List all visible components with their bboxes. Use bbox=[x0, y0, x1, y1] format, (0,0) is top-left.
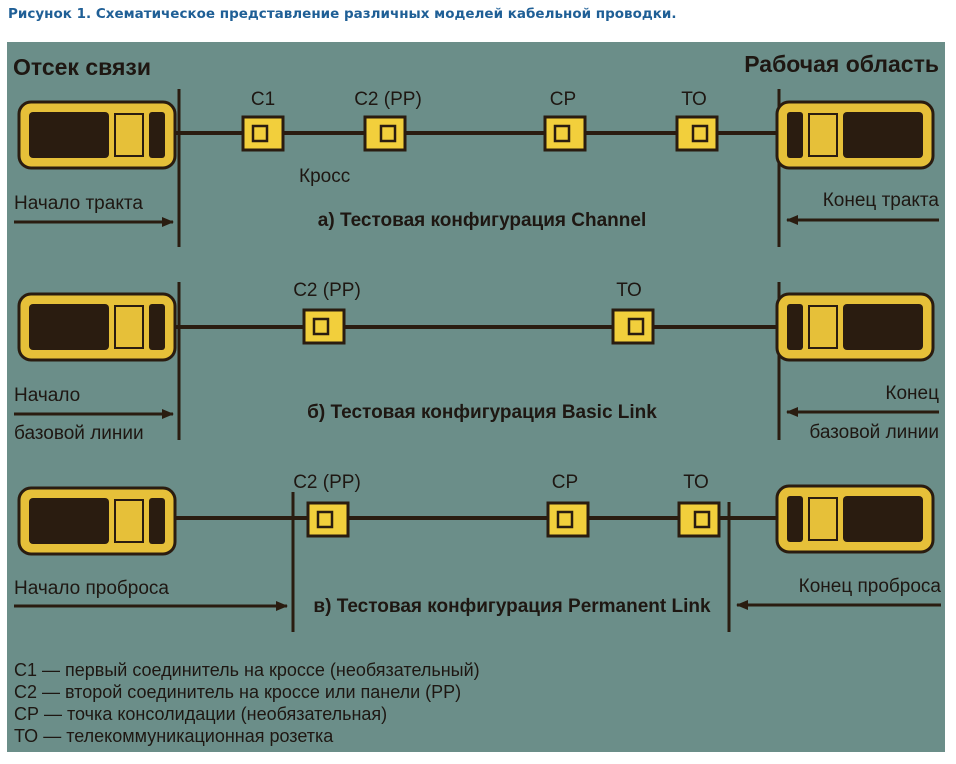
config-basic-link: С2 (РР) ТО Начало базовой линии Конец ба… bbox=[14, 280, 939, 444]
legend-item: ТО — телекоммуникационная розетка bbox=[14, 726, 334, 746]
end-label-line1: Конец bbox=[885, 383, 939, 404]
connector-label: ТО bbox=[683, 472, 709, 493]
left-area-title: Отсек связи bbox=[13, 54, 151, 80]
connector-c2-icon bbox=[363, 115, 407, 152]
connector-cp-icon bbox=[543, 115, 587, 152]
connector-to-icon bbox=[677, 501, 721, 538]
cabling-diagram: Отсек связи Рабочая область bbox=[7, 42, 945, 752]
start-label-line1: Начало bbox=[14, 385, 80, 406]
config-title: в) Тестовая конфигурация Permanent Link bbox=[313, 596, 711, 617]
right-area-title: Рабочая область bbox=[744, 51, 939, 77]
connector-label: ТО bbox=[616, 280, 642, 301]
cross-label: Кросс bbox=[299, 166, 350, 187]
connector-label: С2 (РР) bbox=[293, 280, 361, 301]
connector-cp-icon bbox=[546, 501, 590, 538]
tester-right-icon bbox=[775, 292, 935, 362]
legend: С1 — первый соединитель на кроссе (необя… bbox=[14, 660, 480, 746]
start-label-line2: базовой линии bbox=[14, 423, 144, 444]
config-title: б) Тестовая конфигурация Basic Link bbox=[307, 402, 657, 423]
tester-left-icon bbox=[17, 100, 177, 170]
tester-right-icon bbox=[775, 100, 935, 170]
legend-item: С2 — второй соединитель на кроссе или па… bbox=[14, 682, 461, 702]
connector-c2-icon bbox=[306, 501, 350, 538]
connector-c2-icon bbox=[302, 308, 346, 345]
connector-to-icon bbox=[611, 308, 655, 345]
legend-item: СР — точка консолидации (необязательная) bbox=[14, 704, 387, 724]
config-permanent-link: С2 (РР) СР ТО Начало проброса Конец проб… bbox=[14, 472, 941, 632]
tester-right-icon bbox=[775, 484, 935, 554]
connector-label: С2 (РР) bbox=[293, 472, 361, 493]
end-label: Конец тракта bbox=[823, 190, 940, 211]
tester-left-icon bbox=[17, 486, 177, 556]
connector-label: С1 bbox=[251, 89, 275, 110]
config-channel: С1 С2 (РР) СР ТО Кросс Начало тракта Кон… bbox=[14, 89, 939, 247]
config-title: а) Тестовая конфигурация Channel bbox=[318, 210, 646, 231]
connector-to-icon bbox=[675, 115, 719, 152]
legend-item: С1 — первый соединитель на кроссе (необя… bbox=[14, 660, 480, 680]
cabling-diagram-svg: Отсек связи Рабочая область bbox=[7, 42, 945, 752]
tester-left-icon bbox=[17, 292, 177, 362]
figure-caption: Рисунок 1. Схематическое представление р… bbox=[8, 6, 677, 22]
end-label: Конец проброса bbox=[799, 576, 942, 597]
connector-label: СР bbox=[552, 472, 578, 493]
connector-c1-icon bbox=[241, 115, 285, 152]
connector-label: ТО bbox=[681, 89, 707, 110]
start-label: Начало тракта bbox=[14, 193, 143, 214]
end-label-line2: базовой линии bbox=[809, 422, 939, 443]
connector-label: СР bbox=[550, 89, 576, 110]
start-label: Начало проброса bbox=[14, 578, 169, 599]
connector-label: С2 (РР) bbox=[354, 89, 422, 110]
